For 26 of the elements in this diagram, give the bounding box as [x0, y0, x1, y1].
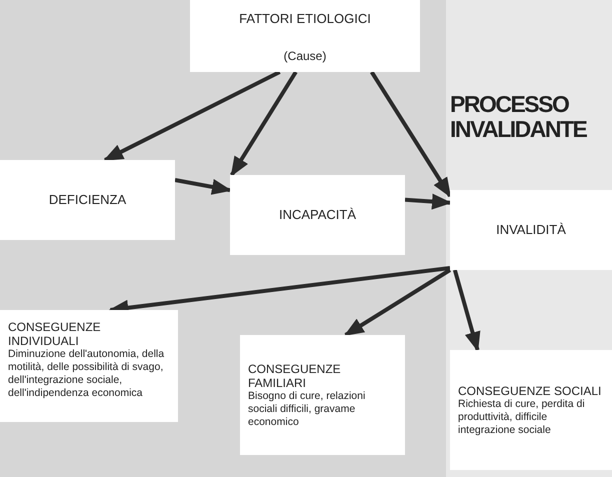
arrow: [174, 178, 232, 195]
cause-box: [190, 0, 420, 72]
box-heading: DEFICIENZA: [48, 191, 126, 210]
box-description: Bisogno di cure, relazioni sociali difficili, gravame economico: [248, 390, 366, 428]
box-heading: CONSEGUENZE INDIVIDUALI: [8, 320, 102, 348]
stage-box: [450, 190, 612, 270]
box-heading: INCAPACITÀ: [278, 206, 356, 224]
stage-box: [0, 160, 175, 240]
arrow: [404, 194, 452, 210]
box-heading: FATTORI ETIOLOGICI: [239, 10, 371, 28]
box-heading: CONSEGUENZE SOCIALI: [458, 384, 602, 398]
box-description: Richiesta di cure, perdita di produttività, difficile integrazione sociale: [458, 398, 586, 436]
stage-box: [230, 175, 405, 255]
box-heading: CONSEGUENZE FAMILIARI: [248, 362, 342, 390]
arrow: [452, 269, 480, 352]
arrow: [103, 70, 281, 162]
consequence-box: [450, 350, 612, 470]
consequence-box: [240, 335, 405, 455]
arrow: [344, 268, 452, 337]
box-heading: INVALIDITÀ: [496, 221, 566, 240]
arrow: [230, 70, 298, 177]
diagram-title: PROCESSO INVALIDANTE: [450, 92, 588, 142]
box-description: Diminuzione dell'autonomia, della motilità, delle possibilità di svago, dell'integrazione sociale, dell'indipendenza economica: [8, 348, 166, 400]
box-note: (Cause): [284, 48, 326, 64]
consequence-box: [0, 310, 178, 422]
arrow: [370, 70, 452, 198]
